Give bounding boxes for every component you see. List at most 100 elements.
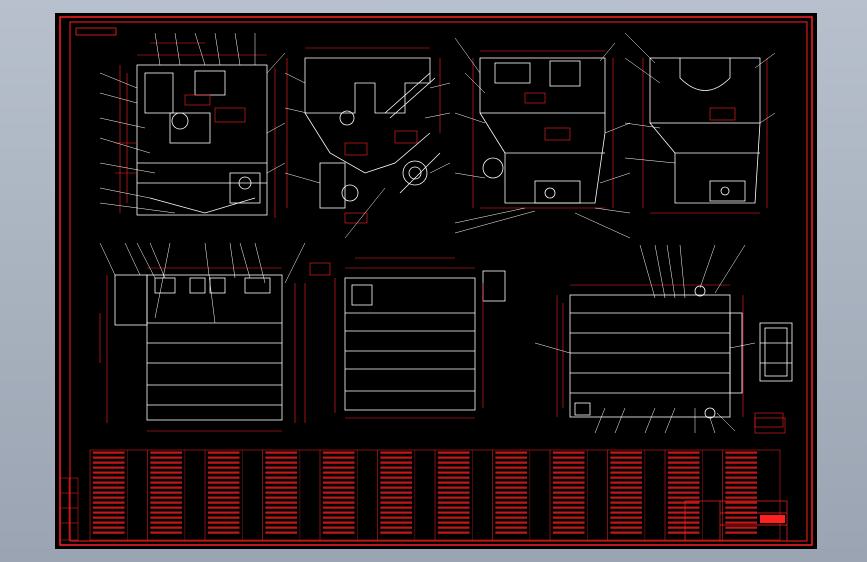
parts-table-cell-text — [265, 486, 297, 489]
parts-table-cell-text — [150, 456, 182, 459]
drawing-border — [59, 16, 813, 546]
parts-table-cell-text — [380, 501, 412, 504]
parts-table-cell-text — [265, 516, 297, 519]
parts-table-cell-text — [667, 496, 700, 499]
parts-table-cell-text — [380, 521, 412, 524]
parts-table-cell-text — [552, 511, 585, 514]
parts-table-cell-text — [667, 451, 700, 454]
parts-table-cell-text — [725, 531, 757, 534]
parts-table-cell-text — [437, 496, 470, 499]
parts-table-cell-text — [725, 486, 757, 489]
parts-table-cell-text — [150, 496, 182, 499]
parts-table-cell-text — [667, 461, 700, 464]
parts-table-cell-text — [552, 526, 585, 529]
parts-table-cell-text — [207, 491, 240, 494]
parts-table-cell-text — [322, 531, 355, 534]
parts-table-cell-text — [207, 511, 240, 514]
cad-drawing-canvas[interactable] — [55, 13, 817, 549]
parts-table-cell-text — [552, 481, 585, 484]
plan-view-middle — [344, 270, 506, 411]
parts-table-cell-text — [552, 451, 585, 454]
parts-table-cell-text — [495, 451, 527, 454]
far-right-section-leaders — [624, 32, 776, 164]
parts-table-cell-text — [610, 516, 642, 519]
parts-table-cell-text — [495, 501, 527, 504]
parts-table-cell-text — [322, 471, 355, 474]
parts-table-cell-text — [322, 491, 355, 494]
parts-table-cell-text — [322, 506, 355, 509]
parts-table-cell-text — [265, 471, 297, 474]
parts-table-cell-text — [380, 496, 412, 499]
parts-table-cell-text — [667, 471, 700, 474]
parts-table-cell-text — [380, 506, 412, 509]
parts-table-cell-text — [92, 456, 125, 459]
parts-table-cell-text — [380, 471, 412, 474]
parts-table-cell-text — [495, 516, 527, 519]
parts-table-cell-text — [150, 476, 182, 479]
parts-table-cell-text — [380, 466, 412, 469]
parts-table-cell-text — [495, 486, 527, 489]
parts-table-cell-text — [322, 486, 355, 489]
parts-table-cell-text — [552, 506, 585, 509]
cad-viewport[interactable] — [55, 13, 817, 549]
parts-table-cell-text — [552, 491, 585, 494]
parts-table-cell-text — [265, 451, 297, 454]
plan-view-right — [569, 285, 743, 419]
parts-table-cell-text — [552, 456, 585, 459]
parts-table-cell-text — [92, 501, 125, 504]
parts-table-cell-text — [610, 456, 642, 459]
parts-table-cell-text — [667, 491, 700, 494]
parts-table-cell-text — [725, 471, 757, 474]
parts-table-cell-text — [380, 531, 412, 534]
parts-table-cell-text — [667, 466, 700, 469]
parts-table-cell-text — [667, 456, 700, 459]
parts-table-cell-text — [667, 476, 700, 479]
parts-table-cell-text — [150, 481, 182, 484]
parts-table-cell-text — [92, 531, 125, 534]
parts-table-cell-text — [495, 506, 527, 509]
parts-table-cell-text — [495, 476, 527, 479]
parts-table-cell-text — [322, 511, 355, 514]
parts-table-cell-text — [322, 526, 355, 529]
parts-table-cell-text — [92, 496, 125, 499]
parts-table-cell-text — [437, 516, 470, 519]
inner-border — [69, 21, 808, 542]
parts-table-cell-text — [610, 481, 642, 484]
parts-table-cell-text — [207, 476, 240, 479]
parts-table-cell-text — [322, 466, 355, 469]
front-section-view — [136, 64, 268, 216]
parts-table-cell-text — [92, 491, 125, 494]
parts-table-cell-text — [552, 486, 585, 489]
parts-table-cell-text — [552, 496, 585, 499]
right-section-view — [479, 57, 606, 204]
parts-table-cell-text — [380, 456, 412, 459]
parts-table-cell-text — [667, 526, 700, 529]
parts-table-cell-text — [725, 521, 757, 524]
plan-view-right-leaders — [534, 244, 756, 434]
parts-table-cell-text — [265, 521, 297, 524]
parts-table-cell-text — [725, 456, 757, 459]
parts-table-cell-text — [437, 491, 470, 494]
parts-table-cell-text — [207, 461, 240, 464]
parts-table-cell-text — [725, 511, 757, 514]
parts-table-cell-text — [207, 506, 240, 509]
parts-table-cell-text — [150, 511, 182, 514]
technical-note — [754, 417, 786, 434]
parts-table-cell-text — [92, 526, 125, 529]
parts-table-cell-text — [610, 491, 642, 494]
parts-table-cell-text — [495, 456, 527, 459]
parts-table-cell-text — [495, 496, 527, 499]
plan-view-right-dimensions — [556, 284, 784, 428]
parts-table-cell-text — [437, 481, 470, 484]
parts-table-cell-text — [725, 491, 757, 494]
parts-table-cell-text — [437, 456, 470, 459]
parts-table-cell-text — [265, 481, 297, 484]
parts-table-cell-text — [610, 521, 642, 524]
parts-table-cell-text — [725, 466, 757, 469]
parts-table-cell-text — [667, 531, 700, 534]
parts-table-cell-text — [725, 501, 757, 504]
parts-table-cell-text — [610, 506, 642, 509]
detail-view — [759, 322, 793, 382]
parts-table-cell-text — [552, 521, 585, 524]
parts-table-cell-text — [207, 481, 240, 484]
